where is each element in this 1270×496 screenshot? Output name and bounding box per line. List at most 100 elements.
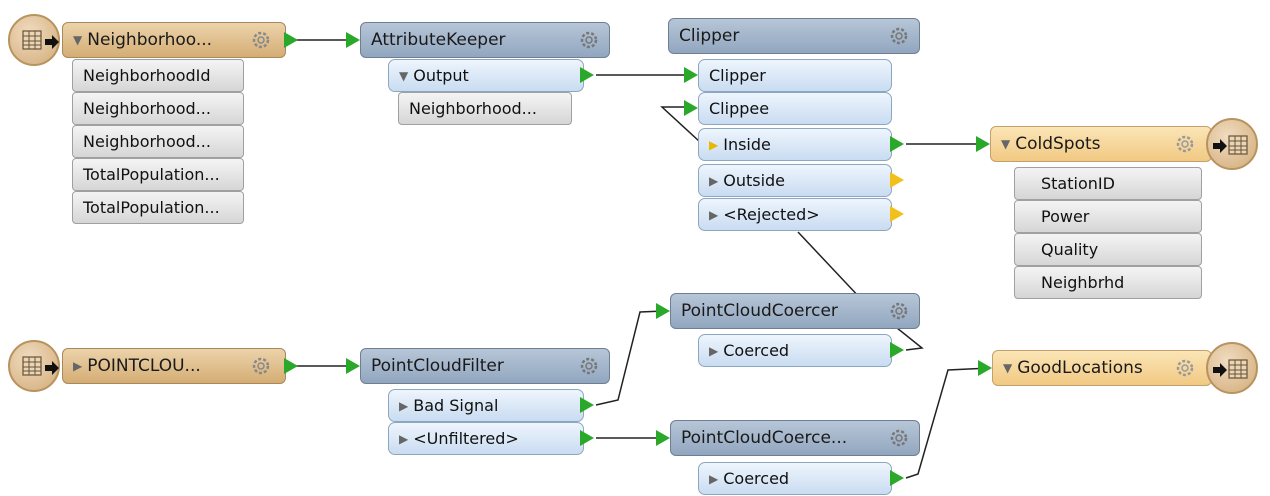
wire-coerced-to-goodlocations — [905, 367, 991, 479]
port-label: <Rejected> — [723, 205, 820, 224]
wire-clippee-loop — [660, 106, 701, 143]
table-icon — [22, 30, 42, 50]
output-connector-unconnected-icon[interactable] — [890, 172, 904, 188]
expand-triangle-icon[interactable]: ▶ — [709, 471, 719, 486]
attribute-row: TotalPopulation... — [72, 191, 244, 224]
input-connector-icon[interactable] — [656, 303, 670, 319]
gear-icon[interactable] — [888, 427, 910, 449]
table-icon — [22, 356, 42, 376]
attribute-row: StationID — [1014, 167, 1202, 200]
output-port-unfiltered[interactable]: ▶ <Unfiltered> — [388, 422, 584, 455]
expand-triangle-icon[interactable]: ▶ — [709, 343, 719, 358]
wire-clippee-from-coercer — [797, 231, 924, 351]
port-label: Output — [413, 66, 469, 85]
expand-triangle-icon[interactable]: ▶ — [709, 207, 719, 222]
gear-icon[interactable] — [888, 300, 910, 322]
output-port-coerced[interactable]: ▶ Coerced — [698, 334, 892, 367]
wire-badsignal-to-coercer — [595, 310, 665, 406]
expand-triangle-icon[interactable]: ▶ — [399, 431, 409, 446]
transformer-name: PointCloudCoerce... — [681, 428, 848, 448]
output-connector-unconnected-icon[interactable] — [890, 206, 904, 222]
output-connector-icon[interactable] — [284, 32, 298, 48]
expand-triangle-icon[interactable]: ▶ — [709, 173, 719, 188]
port-label: Outside — [723, 171, 786, 190]
attribute-row: Neighborhood... — [72, 92, 244, 125]
port-label: Bad Signal — [413, 396, 499, 415]
writer-header[interactable]: ▼ GoodLocations — [992, 350, 1212, 386]
output-connector-icon[interactable] — [890, 136, 904, 152]
output-port-outside[interactable]: ▶ Outside — [698, 164, 892, 197]
reader-header[interactable]: ▼ Neighborhoo... — [62, 22, 286, 58]
arrow-right-icon — [1213, 363, 1227, 377]
transformer-name: PointCloudCoercer — [681, 301, 838, 321]
transformer-header[interactable]: PointCloudCoercer — [670, 293, 920, 329]
transformer-header[interactable]: PointCloudCoerce... — [670, 420, 920, 456]
attribute-row: NeighborhoodId — [72, 59, 244, 92]
gear-icon[interactable] — [1174, 357, 1196, 379]
input-port-clippee[interactable]: Clippee — [698, 92, 892, 125]
output-connector-icon[interactable] — [580, 430, 594, 446]
output-port-inside[interactable]: ▶ Inside — [698, 128, 892, 161]
output-port[interactable]: ▼ Output — [388, 59, 584, 92]
port-label: Coerced — [723, 341, 790, 360]
collapse-triangle-icon[interactable]: ▼ — [1001, 137, 1011, 151]
attribute-row: Neighborhood... — [72, 125, 244, 158]
writer-icon — [1206, 342, 1258, 394]
transformer-name: PointCloudFilter — [371, 356, 504, 376]
table-icon — [1228, 359, 1248, 379]
expand-triangle-icon[interactable]: ▶ — [709, 137, 719, 152]
port-label: Coerced — [723, 469, 790, 488]
collapse-triangle-icon[interactable]: ▼ — [399, 68, 409, 83]
output-port-rejected[interactable]: ▶ <Rejected> — [698, 198, 892, 231]
gear-icon[interactable] — [578, 29, 600, 51]
input-connector-icon[interactable] — [656, 430, 670, 446]
reader-icon — [8, 340, 60, 392]
gear-icon[interactable] — [1174, 133, 1196, 155]
port-label: Clippee — [709, 99, 770, 118]
transformer-header[interactable]: Clipper — [668, 18, 920, 54]
output-port-bad-signal[interactable]: ▶ Bad Signal — [388, 389, 584, 422]
input-connector-icon[interactable] — [346, 358, 360, 374]
input-connector-icon[interactable] — [684, 100, 698, 116]
attribute-row: Neighborhood... — [398, 92, 572, 125]
output-connector-icon[interactable] — [580, 397, 594, 413]
reader-icon — [8, 14, 60, 66]
gear-icon[interactable] — [578, 355, 600, 377]
transformer-name: Clipper — [679, 26, 740, 46]
reader-name: Neighborhoo... — [87, 30, 213, 50]
port-label: Inside — [723, 135, 771, 154]
expand-triangle-icon[interactable]: ▶ — [399, 398, 409, 413]
output-connector-icon[interactable] — [890, 342, 904, 358]
gear-icon[interactable] — [888, 25, 910, 47]
transformer-header[interactable]: PointCloudFilter — [360, 348, 610, 384]
expand-triangle-icon[interactable]: ▶ — [73, 359, 83, 373]
writer-name: GoodLocations — [1017, 358, 1143, 378]
gear-icon[interactable] — [250, 29, 272, 51]
arrow-right-icon — [45, 35, 59, 49]
output-connector-icon[interactable] — [580, 67, 594, 83]
writer-icon — [1206, 118, 1258, 170]
reader-header[interactable]: ▶ POINTCLOU... — [62, 348, 286, 384]
attribute-row: Quality — [1014, 233, 1202, 266]
output-port-coerced[interactable]: ▶ Coerced — [698, 462, 892, 495]
input-port-clipper[interactable]: Clipper — [698, 59, 892, 92]
input-connector-icon[interactable] — [978, 360, 992, 376]
collapse-triangle-icon[interactable]: ▼ — [1003, 361, 1013, 375]
attribute-row: Neighbrhd — [1014, 266, 1202, 299]
arrow-right-icon — [1213, 139, 1227, 153]
output-connector-icon[interactable] — [890, 470, 904, 486]
transformer-header[interactable]: AttributeKeeper — [360, 22, 610, 58]
attribute-row: Power — [1014, 200, 1202, 233]
port-label: Clipper — [709, 66, 766, 85]
input-connector-icon[interactable] — [976, 136, 990, 152]
input-connector-icon[interactable] — [684, 67, 698, 83]
table-icon — [1228, 135, 1248, 155]
input-connector-icon[interactable] — [346, 32, 360, 48]
gear-icon[interactable] — [250, 355, 272, 377]
arrow-right-icon — [45, 361, 59, 375]
writer-name: ColdSpots — [1015, 134, 1101, 154]
reader-name: POINTCLOU... — [87, 356, 201, 376]
writer-header[interactable]: ▼ ColdSpots — [990, 126, 1212, 162]
output-connector-icon[interactable] — [284, 358, 298, 374]
collapse-triangle-icon[interactable]: ▼ — [73, 33, 83, 47]
